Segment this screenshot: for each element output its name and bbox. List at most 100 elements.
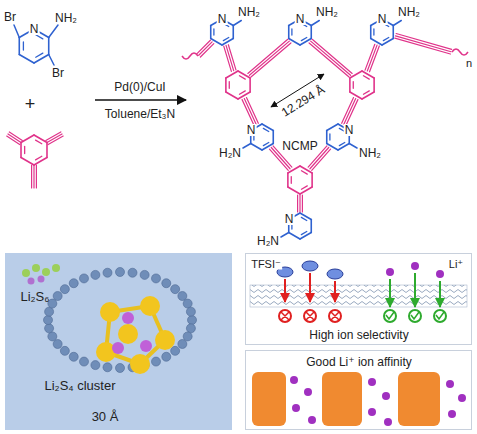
reaction-arrow <box>95 99 186 101</box>
bond-stroke <box>370 26 372 39</box>
chain-bead <box>162 279 171 288</box>
chain-bead <box>91 270 100 279</box>
chain-bead <box>162 352 171 361</box>
bond-stroke <box>251 43 291 77</box>
bond-stroke <box>362 92 374 99</box>
bond-stroke <box>311 21 319 26</box>
chem-label: N <box>295 13 306 25</box>
chain-bead <box>178 292 187 301</box>
bond-stroke <box>301 217 306 220</box>
chem-label: Br <box>51 67 65 79</box>
bond-stroke <box>362 71 374 78</box>
chem-label: Br <box>3 11 17 23</box>
chem-label: NH₂ <box>397 6 421 18</box>
bond-stroke <box>326 131 328 144</box>
li2s6-cluster <box>22 264 60 285</box>
bond-stroke <box>251 144 262 151</box>
bond-stroke <box>393 21 401 26</box>
chem-label: NH₂ <box>315 6 339 18</box>
chain-bead <box>188 316 197 325</box>
pass-arrows <box>384 273 446 322</box>
bond-stroke <box>392 26 394 39</box>
bond-stroke <box>288 166 300 173</box>
bond-stroke <box>239 91 245 94</box>
bond-stroke <box>46 143 48 158</box>
li-ions-bound <box>290 376 466 426</box>
bond-stroke <box>49 55 54 66</box>
chain-bead <box>128 268 137 277</box>
chem-label: H₂N <box>218 147 242 159</box>
chem-label: N <box>284 213 295 225</box>
chem-label: N <box>344 124 355 136</box>
bond-stroke <box>297 195 298 212</box>
li2s4-cluster <box>96 296 175 374</box>
chain-bead <box>44 316 53 325</box>
chain-bead <box>140 270 149 279</box>
bond-stroke <box>263 142 268 145</box>
bond-stroke <box>395 36 451 52</box>
bond-stroke <box>199 42 212 55</box>
chem-label: n <box>465 58 473 69</box>
bond-stroke <box>301 171 307 174</box>
chem-label: 12.294 Å <box>279 83 328 120</box>
bond-stroke <box>371 39 382 46</box>
bond-stroke <box>272 131 274 144</box>
molecule-bonds <box>7 19 468 239</box>
chain-bead <box>69 352 78 361</box>
chain-bead <box>80 357 89 366</box>
bond-stroke <box>302 195 303 212</box>
bond-stroke <box>382 39 393 46</box>
chain-bead <box>80 274 89 283</box>
bond-stroke <box>48 38 50 55</box>
chem-label: Toluene/Et₃N <box>104 108 176 120</box>
chain-bead <box>103 268 112 277</box>
chain-bead <box>69 279 78 288</box>
bond-stroke <box>239 76 245 79</box>
figure-panel: Li₂S₆Li₂S₄ cluster30 Å <box>5 253 232 430</box>
chain-bead <box>60 285 69 294</box>
chem-label: NCMP <box>281 140 318 152</box>
bond-stroke <box>34 135 47 143</box>
bond-stroke <box>46 132 61 141</box>
bond-stroke <box>299 195 300 212</box>
bond-stroke <box>363 76 369 79</box>
chain-bead <box>186 324 195 333</box>
bond-stroke <box>7 136 20 145</box>
bond-stroke <box>327 144 338 151</box>
chain-bead <box>178 340 187 349</box>
chem-label: N <box>217 13 228 25</box>
bond-stroke <box>20 143 22 158</box>
bond-stroke <box>309 43 349 77</box>
bond-stroke <box>301 186 307 189</box>
bond-stroke <box>301 231 306 234</box>
chain-bead <box>171 285 180 294</box>
bond-stroke <box>14 25 19 38</box>
bond-stroke <box>244 99 256 125</box>
bond-stroke <box>24 146 25 153</box>
bond-stroke <box>300 233 311 240</box>
chem-label: Pd(0)/CuI <box>113 81 166 93</box>
bond-stroke <box>34 55 49 64</box>
bond-stroke <box>210 26 212 39</box>
bond-stroke <box>344 99 356 125</box>
bond-stroke <box>21 135 34 143</box>
bond-stroke <box>23 42 24 50</box>
bond-stroke <box>242 100 254 126</box>
bond-stroke <box>224 46 232 71</box>
bond-stroke <box>249 78 251 92</box>
bond-stroke <box>365 44 375 70</box>
bond-stroke <box>248 39 288 73</box>
bond-stroke <box>311 41 351 75</box>
bond-stroke <box>329 134 330 140</box>
membrane <box>250 285 467 307</box>
bond-stroke <box>36 53 43 57</box>
bond-stroke <box>396 34 452 50</box>
bond-stroke <box>383 37 388 40</box>
bond-stroke <box>363 91 369 94</box>
chem-label: NH₂ <box>237 6 261 18</box>
chain-bead <box>171 346 180 355</box>
bond-stroke <box>288 187 300 194</box>
chain-bead <box>53 340 62 349</box>
bond-stroke <box>373 78 375 92</box>
